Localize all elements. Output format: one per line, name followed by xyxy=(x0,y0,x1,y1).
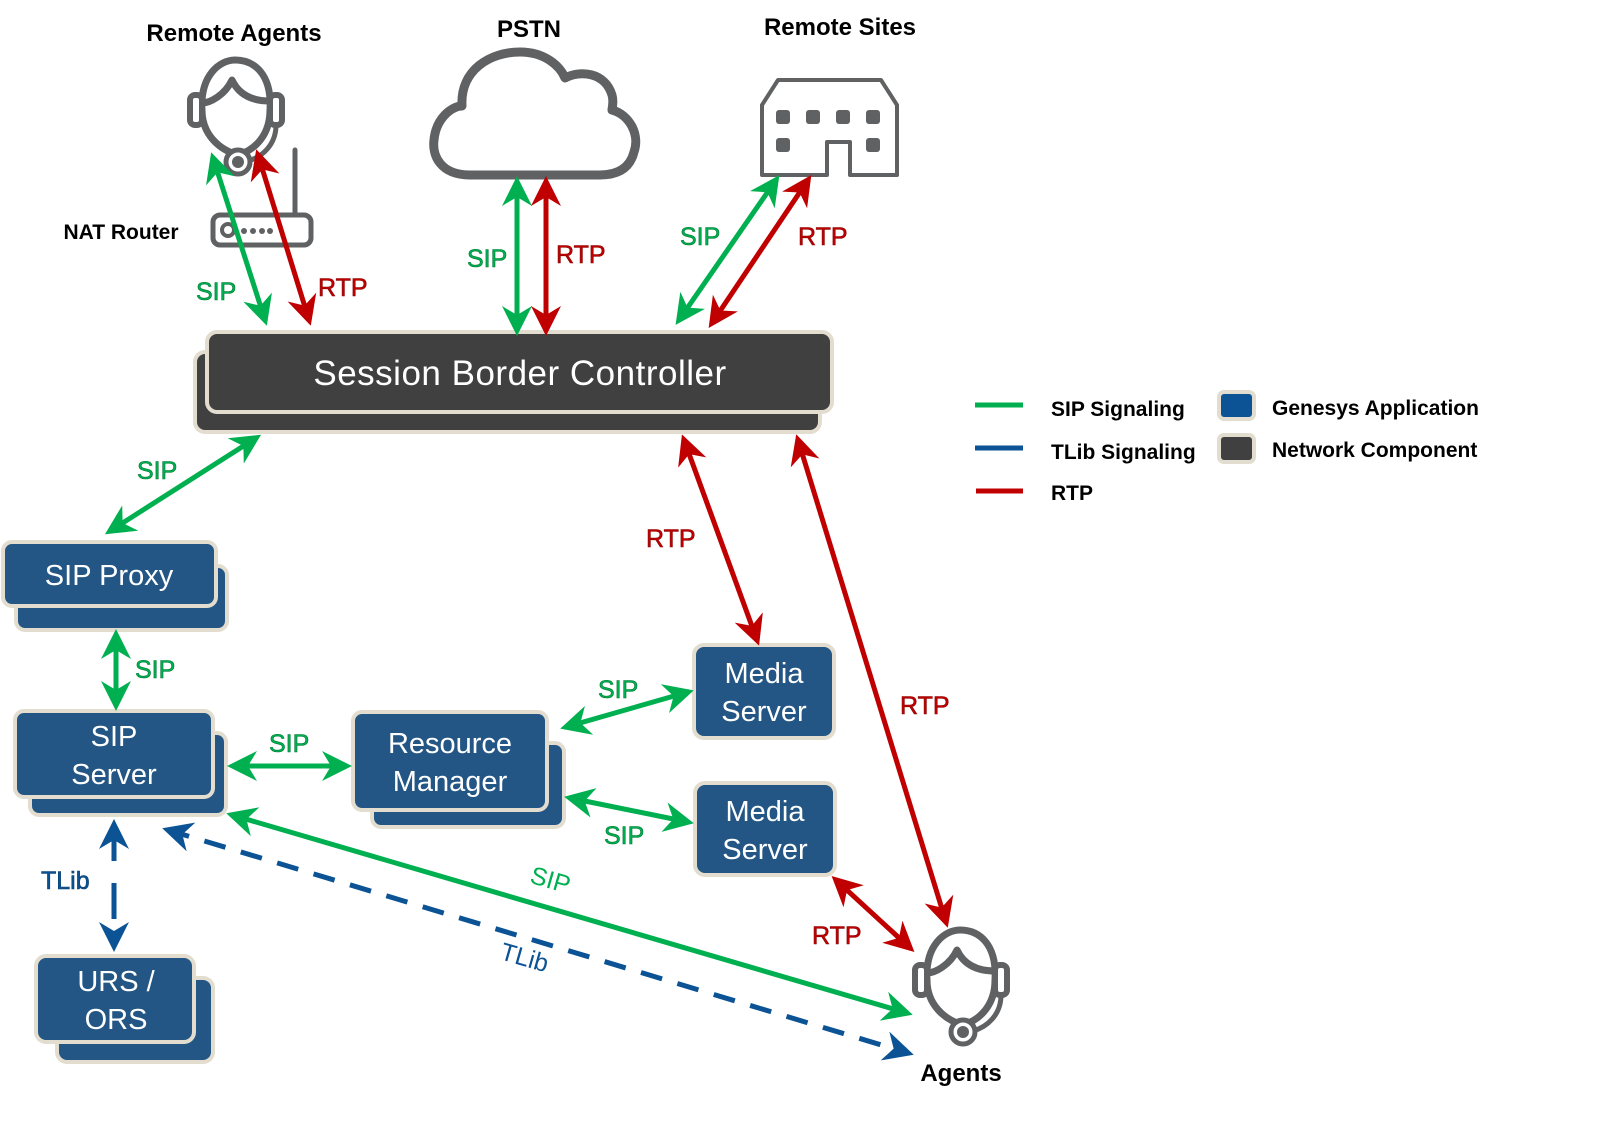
edge-remote-agents-rtp xyxy=(250,149,317,326)
edge-label: SIP xyxy=(135,656,175,684)
urs-ors-label-line2: ORS xyxy=(85,1004,148,1036)
edge-label: RTP xyxy=(812,922,862,950)
edge-label: SIP xyxy=(680,223,720,251)
edge-label: RTP xyxy=(318,274,368,302)
connectors xyxy=(99,149,954,1061)
remote-agent-headset-icon xyxy=(190,60,282,174)
sip-proxy-node[interactable]: SIP Proxy xyxy=(1,540,229,632)
resource-manager-node[interactable]: Resource Manager xyxy=(351,710,566,829)
legend-tlib-label: TLib Signaling xyxy=(1051,441,1196,464)
edge-label: RTP xyxy=(556,241,606,269)
media-server-1-label-line1: Media xyxy=(725,658,805,690)
edge-label: SIP xyxy=(467,245,507,273)
edge-label: RTP xyxy=(798,223,848,251)
remote-sites-label: Remote Sites xyxy=(764,14,916,41)
media-server-2-label-line1: Media xyxy=(726,796,806,828)
edge-rm-ms1 xyxy=(560,684,694,735)
urs-ors-label-line1: URS / xyxy=(77,966,155,998)
edge-label: SIP xyxy=(269,730,309,758)
edge-rm-ms2 xyxy=(564,788,694,832)
edge-label: SIP xyxy=(598,676,638,704)
edge-labels: SIP RTP SIP RTP SIP RTP SIP SIP SIP SIP … xyxy=(41,223,950,978)
pstn-label: PSTN xyxy=(497,16,561,43)
media-server-2-label-line2: Server xyxy=(722,834,808,866)
edge-label: SIP xyxy=(196,278,236,306)
remote-agents-label: Remote Agents xyxy=(146,20,321,47)
edge-label: RTP xyxy=(900,692,950,720)
edge-sip-server-agents-tlib xyxy=(162,822,914,1061)
edge-label: TLib xyxy=(41,867,90,895)
edge-label: RTP xyxy=(646,525,696,553)
media-server-2-node[interactable]: Media Server xyxy=(693,781,837,877)
resource-manager-label-line2: Manager xyxy=(393,766,508,798)
agents-headset-icon xyxy=(915,930,1007,1044)
nat-router-label: NAT Router xyxy=(63,221,178,244)
sip-server-label-line2: Server xyxy=(71,759,157,791)
legend-sip-label: SIP Signaling xyxy=(1051,398,1185,421)
building-icon xyxy=(760,78,899,177)
edge-label: SIP xyxy=(137,457,177,485)
legend-genesys-swatch xyxy=(1217,390,1256,421)
media-server-1-label-line2: Server xyxy=(721,696,807,728)
sip-proxy-label: SIP Proxy xyxy=(45,560,174,592)
legend-genesys-label: Genesys Application xyxy=(1272,397,1479,420)
media-server-1-node[interactable]: Media Server xyxy=(692,643,836,740)
sbc-label: Session Border Controller xyxy=(313,354,726,393)
sip-server-label-line1: SIP xyxy=(91,721,138,753)
session-border-controller-node[interactable]: Session Border Controller xyxy=(193,330,834,434)
sip-server-node[interactable]: SIP Server xyxy=(13,709,228,817)
edge-label: SIP xyxy=(527,861,573,899)
legend-network-swatch xyxy=(1217,433,1256,464)
agents-label: Agents xyxy=(920,1060,1001,1087)
resource-manager-label-line1: Resource xyxy=(388,728,512,760)
cloud-icon xyxy=(429,47,641,180)
legend-network-label: Network Component xyxy=(1272,439,1477,462)
edge-sbc-agents-rtp xyxy=(790,434,954,928)
edge-remote-sites-rtp xyxy=(708,175,812,328)
legend-rtp-label: RTP xyxy=(1051,482,1093,505)
urs-ors-node[interactable]: URS / ORS xyxy=(34,954,215,1064)
edge-sbc-ms1-rtp xyxy=(678,434,763,646)
edge-label: SIP xyxy=(604,822,644,850)
legend: SIP Signaling TLib Signaling RTP Genesys… xyxy=(975,390,1479,505)
edge-sbc-sip-proxy xyxy=(104,434,262,535)
